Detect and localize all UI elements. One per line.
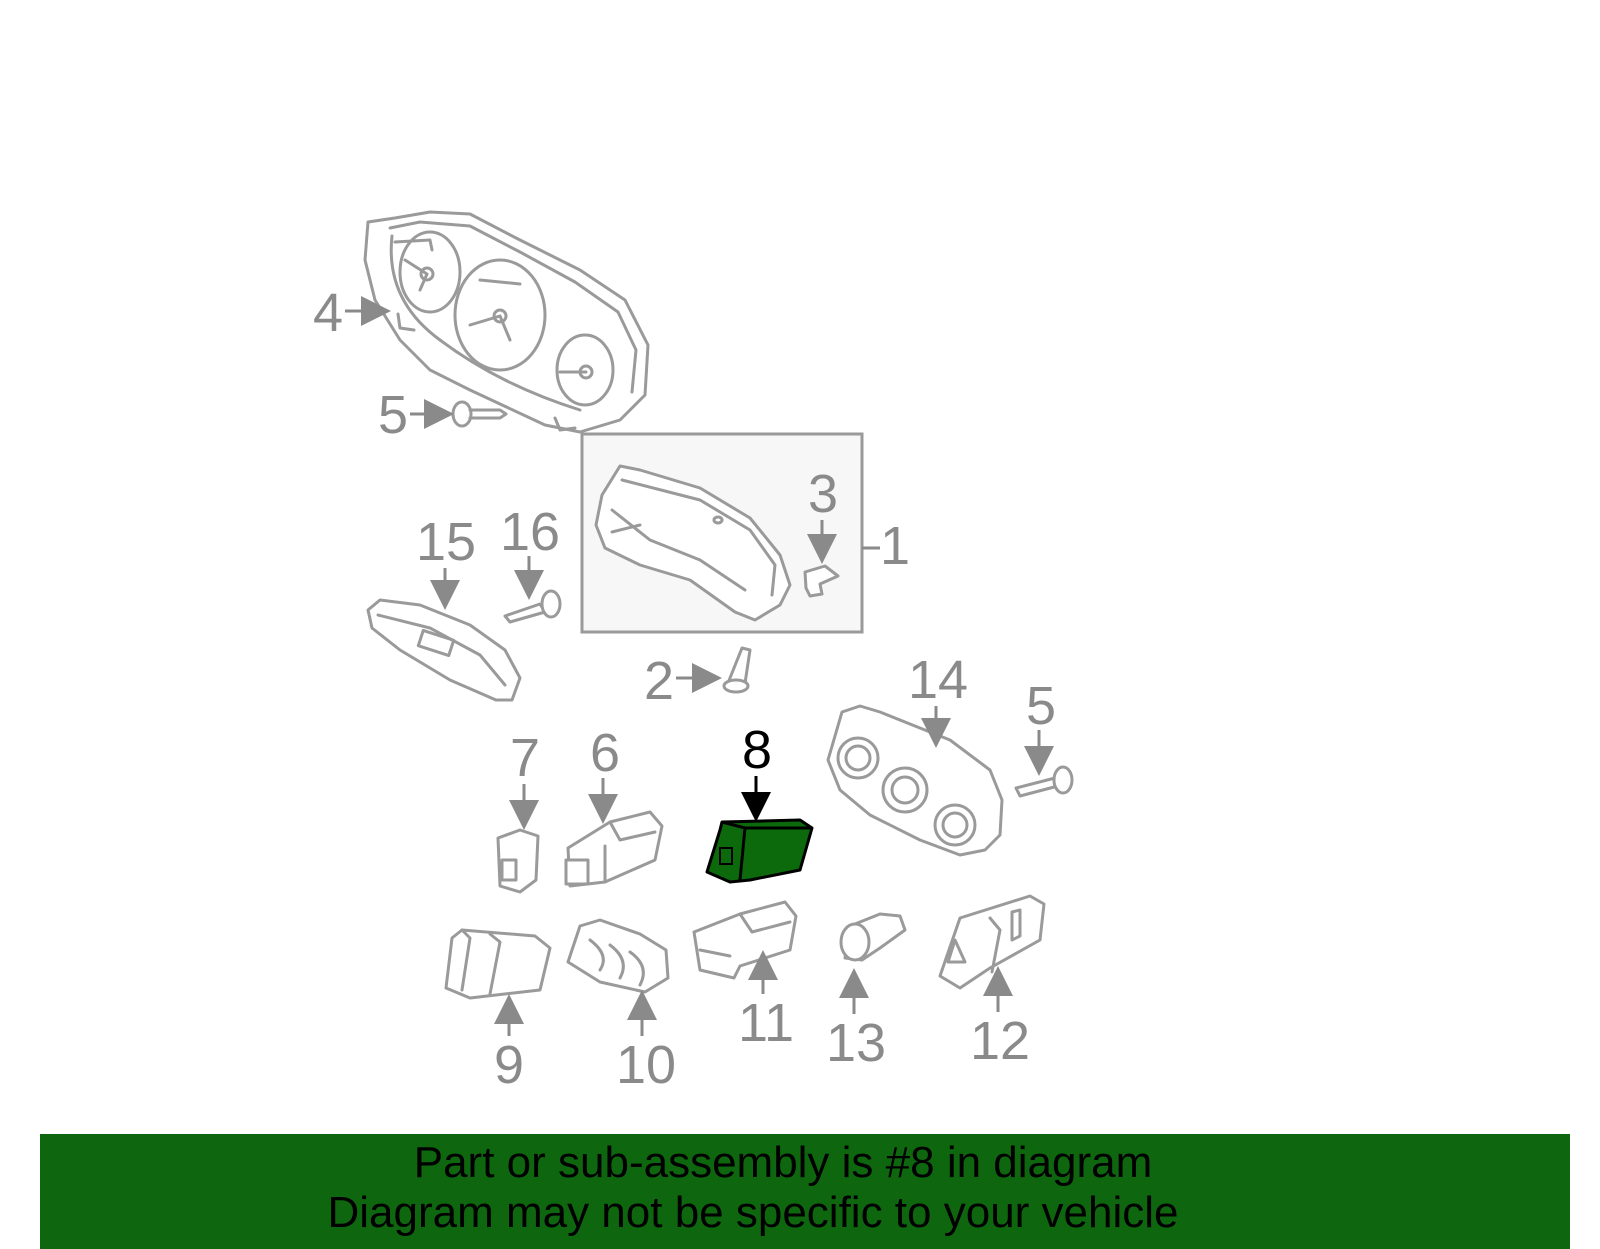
part-9-switch — [444, 928, 552, 1000]
svg-text:1: 1 — [880, 516, 910, 576]
callout-2: 2 — [644, 651, 722, 711]
banner-line-part-number: Part or sub-assembly is #8 in diagram — [413, 1138, 1153, 1187]
svg-text:9: 9 — [494, 1035, 524, 1095]
banner-line-disclaimer: Diagram may not be specific to your vehi… — [327, 1188, 1179, 1237]
callout-11: 11 — [738, 950, 794, 1053]
callout-6: 6 — [588, 723, 620, 824]
callout-7: 7 — [509, 728, 540, 830]
svg-text:16: 16 — [500, 502, 560, 562]
callout-14: 14 — [908, 650, 968, 748]
svg-text:7: 7 — [510, 728, 540, 788]
part-6-switch — [564, 810, 664, 888]
svg-text:11: 11 — [738, 993, 794, 1053]
part-4-instrument-cluster — [363, 210, 650, 434]
callout-15: 15 — [416, 512, 476, 610]
callout-16: 16 — [500, 502, 560, 600]
part-1-assembly-box — [580, 432, 880, 634]
info-banner: Part or sub-assembly is #8 in diagram Di… — [40, 1134, 1570, 1249]
callout-3: 3 — [808, 464, 838, 524]
svg-text:13: 13 — [826, 1013, 886, 1073]
part-14-climate-control-panel — [826, 704, 1004, 857]
svg-text:4: 4 — [313, 283, 343, 343]
callout-4: 4 — [313, 283, 391, 343]
callout-5-lower: 5 — [1024, 676, 1056, 776]
svg-text:10: 10 — [616, 1035, 676, 1095]
svg-text:2: 2 — [644, 651, 674, 711]
svg-text:5: 5 — [378, 385, 408, 445]
part-10-vent — [566, 918, 670, 994]
svg-text:14: 14 — [908, 650, 968, 710]
svg-text:6: 6 — [590, 723, 620, 783]
part-13-socket — [839, 912, 907, 962]
part-16-screw — [503, 589, 562, 624]
callout-5-upper: 5 — [378, 385, 454, 445]
callout-8: 8 — [741, 720, 772, 822]
callout-10: 10 — [616, 990, 676, 1095]
part-12-hazard-switch — [938, 894, 1046, 990]
svg-text:12: 12 — [970, 1011, 1030, 1071]
part-5-screw-lower — [1014, 765, 1074, 798]
part-11-switch — [692, 900, 798, 980]
part-5-screw-upper — [451, 400, 508, 428]
svg-text:3: 3 — [808, 464, 838, 524]
callout-1: 1 — [880, 516, 910, 576]
callout-13: 13 — [826, 968, 886, 1073]
svg-text:8: 8 — [742, 720, 772, 780]
svg-text:15: 15 — [416, 512, 476, 572]
part-2-screw — [722, 646, 752, 694]
svg-text:5: 5 — [1026, 676, 1056, 736]
part-7-switch — [496, 828, 540, 894]
part-8-switch-highlighted — [705, 818, 814, 884]
part-15-display-panel — [366, 598, 522, 702]
callout-12: 12 — [970, 966, 1030, 1071]
callout-9: 9 — [494, 994, 524, 1095]
